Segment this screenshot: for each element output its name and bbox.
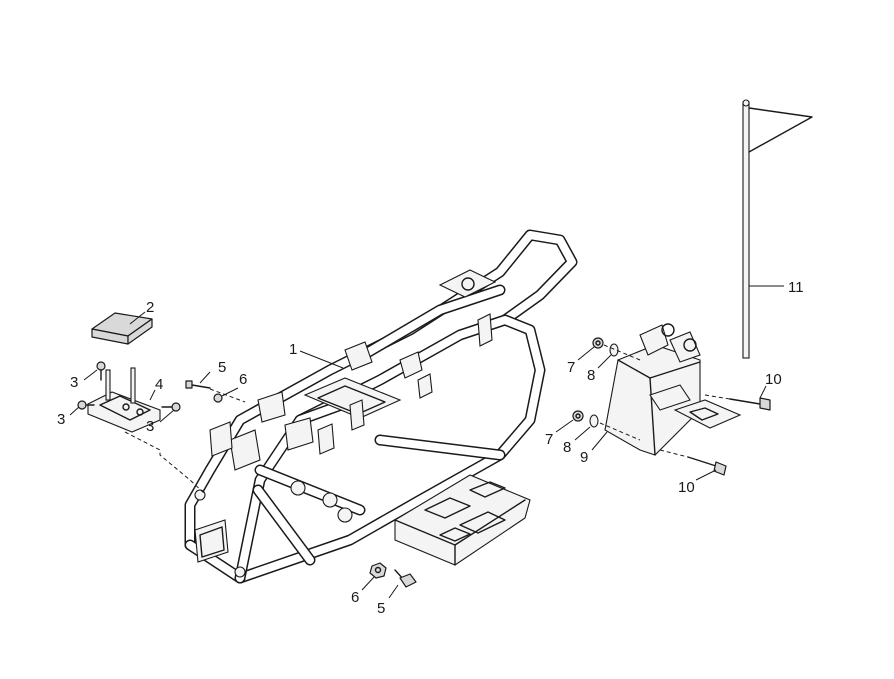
safety-flag [742,99,813,359]
callout-nut-hitch-upper: 7 [567,359,575,376]
cover-plate [91,312,153,345]
bolt-3-right [161,402,181,412]
mounting-bracket [87,367,161,433]
washer-8-lower [589,414,599,428]
hitch-bracket [604,323,742,456]
callout-bolt-left-upper: 3 [70,374,78,391]
callout-washer-hitch-lower: 8 [563,439,571,456]
assembly-line [704,394,731,400]
callout-bolt-left-lower: 3 [57,411,65,428]
assembly-line [599,422,641,441]
callout-bracket: 4 [155,376,163,393]
washer-8-upper [609,343,619,357]
callout-bolt-hitch-lower: 10 [678,479,695,496]
bolt-5-bottom [394,569,417,588]
bolt-5-top [185,380,211,389]
assembly-line [659,449,689,458]
main-frame [184,229,578,584]
nut-6-bottom [369,562,387,579]
nut-7-lower [572,410,584,422]
bolt-10-lower [687,456,727,476]
bolt-3-upper [96,361,106,381]
callout-frame: 1 [289,341,297,358]
callout-washer-hitch-upper: 8 [587,367,595,384]
callout-bolt-bottom: 5 [377,600,385,617]
callout-nut-top: 6 [239,371,247,388]
leader-lines [69,285,784,599]
bolt-3-lower [77,400,95,410]
nut-6-top [213,393,223,403]
callout-nut-bottom: 6 [351,589,359,606]
callout-bolt-top: 5 [218,359,226,376]
callout-bolt-hitch-upper: 10 [765,371,782,388]
callout-flag: 11 [788,279,804,296]
assembly-line [124,431,206,495]
callout-nut-hitch-lower: 7 [545,431,553,448]
callout-hitch: 9 [580,449,588,466]
bolt-10-upper [729,397,771,411]
callout-bolt-left-right: 3 [146,418,154,435]
callout-cover: 2 [146,299,154,316]
assembly-line [209,388,246,403]
nut-7-upper [592,337,604,349]
